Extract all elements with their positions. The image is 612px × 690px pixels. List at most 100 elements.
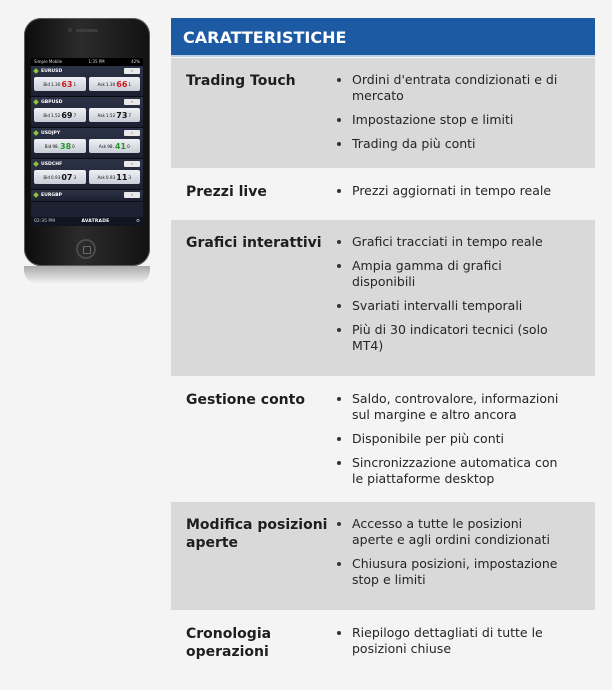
bid-prefix: 1.30 — [51, 81, 61, 87]
feature-label: Trading Touch — [186, 73, 296, 89]
ask-prefix: 1.30 — [105, 81, 116, 87]
bid-suffix: 0 — [72, 143, 75, 149]
feature-list: Prezzi aggiornati in tempo reale — [331, 183, 563, 207]
pair-header: USDJPY › — [31, 128, 143, 138]
feature-item: Trading da più conti — [331, 136, 563, 152]
feature-item: Svariati intervalli temporali — [331, 298, 563, 314]
speaker-grille — [76, 29, 98, 32]
feature-row: Cronologia operazioni Riepilogo dettaglia… — [171, 611, 595, 676]
feature-item: Più di 30 indicatori tecnici (solo MT4) — [331, 322, 563, 354]
ask-quote: Ask 1.30 66 1 — [88, 77, 140, 91]
phone-screen: Simple Mobile 1:35 PM 42% EURUSD › Bid 1… — [31, 58, 143, 226]
battery-label: 42% — [131, 59, 140, 64]
ask-label: Ask — [97, 174, 105, 180]
status-time: 1:35 PM — [88, 59, 105, 64]
feature-row: Grafici interattivi Grafici tracciati in … — [171, 220, 595, 376]
ask-prefix: 98. — [107, 143, 114, 149]
ask-quote: Ask 1.52 73 7 — [88, 108, 140, 122]
feature-item: Grafici tracciati in tempo reale — [331, 234, 563, 250]
feature-item: Riepilogo dettagliati di tutte le posizi… — [331, 625, 563, 657]
status-dot-icon — [33, 130, 39, 136]
bid-prefix: 98. — [52, 143, 60, 149]
home-button-icon — [76, 239, 96, 259]
feature-row: Prezzi live Prezzi aggiornati in tempo re… — [171, 169, 595, 219]
ask-pips: 11 — [116, 172, 128, 182]
feature-list: Accesso a tutte le posizioni aperte e ag… — [331, 516, 563, 596]
bid-suffix: 3 — [73, 174, 77, 180]
ask-label: Ask — [97, 112, 105, 118]
ask-prefix: 0.93 — [105, 174, 116, 180]
quote-row: Bid 98. 38 0 Ask 98. 41 0 — [31, 138, 143, 154]
bid-prefix: 0.93 — [51, 174, 61, 180]
pair-header: EURUSD › — [31, 66, 143, 76]
feature-item: Chiusura posizioni, impostazione stop e … — [331, 556, 563, 588]
expand-arrow-icon: › — [124, 68, 140, 74]
status-dot-icon — [33, 192, 39, 198]
currency-pair-card: EURUSD › Bid 1.30 63 1 Ask 1.30 66 1 — [31, 66, 143, 97]
pair-header: GBPUSD › — [31, 97, 143, 107]
ask-quote: Ask 98. 41 0 — [88, 139, 140, 153]
feature-label: Prezzi live — [186, 184, 267, 200]
pair-name: USDCHF — [41, 161, 63, 167]
ask-label: Ask — [98, 143, 107, 149]
feature-label: Modifica posizioni aperte — [186, 517, 328, 551]
currency-pair-card: GBPUSD › Bid 1.52 69 7 Ask 1.52 73 7 — [31, 97, 143, 128]
quote-row: Bid 0.93 07 3 Ask 0.93 11 3 — [31, 169, 143, 185]
status-dot-icon — [33, 161, 39, 167]
status-dot-icon — [33, 68, 39, 74]
features-title: CARATTERISTICHE — [171, 18, 595, 57]
status-dot-icon — [33, 99, 39, 105]
pair-name: GBPUSD — [41, 99, 63, 105]
bid-quote: Bid 1.52 69 7 — [34, 108, 86, 122]
bid-suffix: 7 — [73, 112, 77, 118]
features-table: CARATTERISTICHE Trading Touch Ordini d'en… — [171, 18, 595, 676]
bid-label: Bid — [43, 112, 51, 118]
feature-item: Disponibile per più conti — [331, 431, 563, 447]
bid-label: Bid — [44, 143, 52, 149]
expand-arrow-icon: › — [124, 99, 140, 105]
phone-status-bar: Simple Mobile 1:35 PM 42% — [31, 58, 143, 66]
feature-item: Saldo, controvalore, informazioni sul ma… — [331, 391, 563, 423]
bid-suffix: 1 — [73, 81, 77, 87]
expand-arrow-icon: › — [124, 130, 140, 136]
ask-suffix: 1 — [128, 81, 132, 87]
pair-name: USDJPY — [41, 130, 61, 136]
pair-header: USDCHF › — [31, 159, 143, 169]
feature-row: Gestione conto Saldo, controvalore, infor… — [171, 377, 595, 501]
bid-quote: Bid 98. 38 0 — [34, 139, 86, 153]
bid-quote: Bid 0.93 07 3 — [34, 170, 86, 184]
feature-item: Prezzi aggiornati in tempo reale — [331, 183, 563, 199]
ask-label: Ask — [97, 81, 105, 87]
feature-list: Ordini d'entrata condizionati e di merca… — [331, 72, 563, 160]
bid-pips: 38 — [60, 141, 72, 151]
quote-row: Bid 1.30 63 1 Ask 1.30 66 1 — [31, 76, 143, 92]
feature-item: Sincronizzazione automatica con le piatt… — [331, 455, 563, 487]
avatrade-logo: AVATRADE — [81, 219, 110, 224]
feature-label: Gestione conto — [186, 392, 305, 408]
pair-name: EURGBP — [41, 192, 63, 198]
feature-item: Accesso a tutte le posizioni aperte e ag… — [331, 516, 563, 548]
phone-footer: 02:35 PM AVATRADE ⚙ — [31, 217, 143, 226]
bid-quote: Bid 1.30 63 1 — [34, 77, 86, 91]
settings-icon: ⚙ — [135, 219, 140, 224]
expand-arrow-icon: › — [124, 161, 140, 167]
quote-row: Bid 1.52 69 7 Ask 1.52 73 7 — [31, 107, 143, 123]
pair-header: EURGBP › — [31, 190, 143, 200]
ask-pips: 73 — [116, 110, 128, 120]
bid-prefix: 1.52 — [51, 112, 61, 118]
bid-pips: 69 — [61, 110, 73, 120]
feature-label: Grafici interattivi — [186, 235, 322, 251]
currency-pair-card: USDCHF › Bid 0.93 07 3 Ask 0.93 11 3 — [31, 159, 143, 190]
feature-row: Trading Touch Ordini d'entrata condiziona… — [171, 58, 595, 168]
feature-label: Cronologia operazioni — [186, 626, 272, 660]
carrier-label: Simple Mobile — [34, 59, 63, 64]
ask-quote: Ask 0.93 11 3 — [88, 170, 140, 184]
bid-pips: 07 — [61, 172, 73, 182]
ask-suffix: 0 — [127, 143, 130, 149]
expand-arrow-icon: › — [124, 192, 140, 198]
footer-time: 02:35 PM — [34, 219, 55, 224]
ask-pips: 66 — [116, 79, 128, 89]
currency-pair-card: EURGBP › — [31, 190, 143, 202]
